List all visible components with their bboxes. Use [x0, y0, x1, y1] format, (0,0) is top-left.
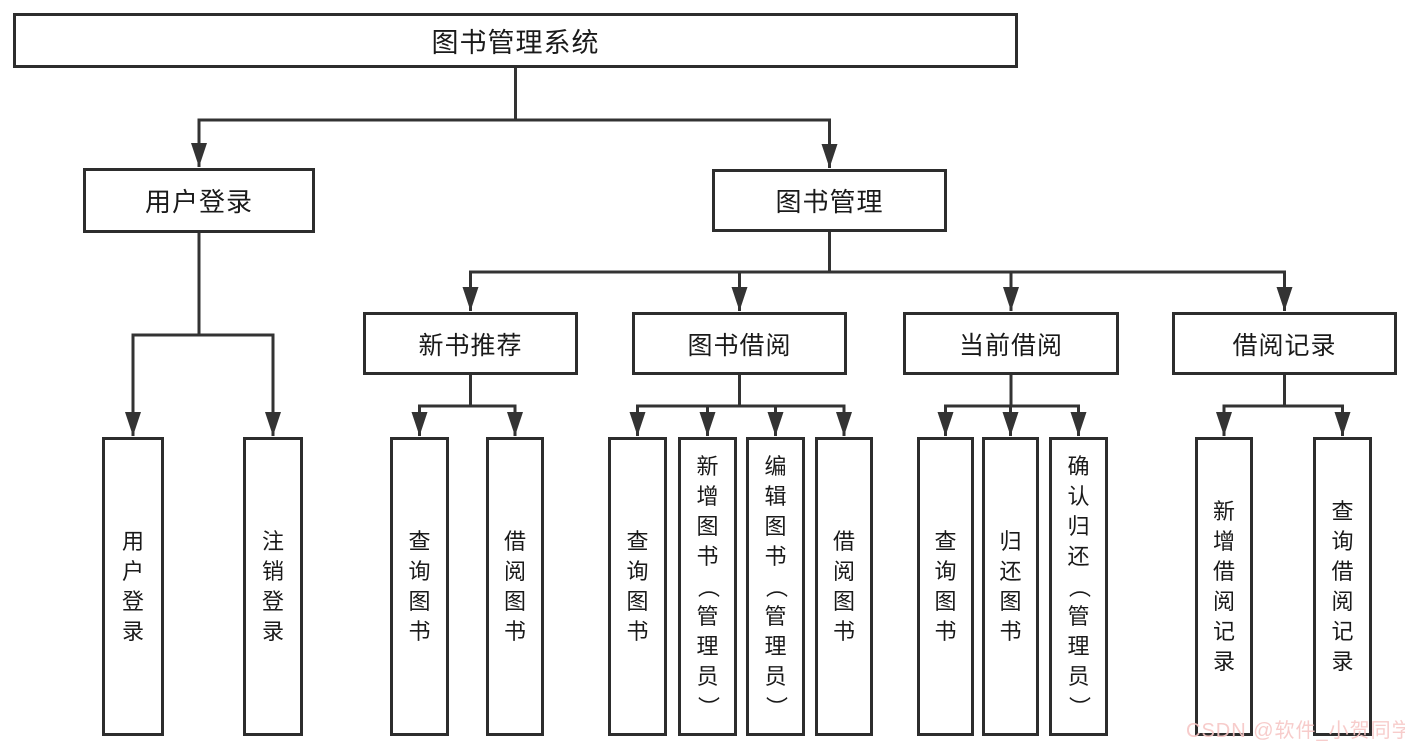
node-borrow-records: 借阅记录	[1172, 312, 1397, 375]
node-current-borrow-label: 当前借阅	[958, 331, 1063, 360]
leaf-bb-add-books-admin: 新增图书（管理员）	[678, 437, 737, 736]
leaf-bb-borrow-books: 借阅图书	[815, 437, 873, 736]
node-borrow-records-label: 借阅记录	[1232, 331, 1337, 360]
watermark: CSDN @软件_小贺同学	[1186, 720, 1405, 742]
node-current-borrow: 当前借阅	[903, 312, 1119, 375]
leaf-cb-confirm-return-admin: 确认归还（管理员）	[1049, 437, 1108, 736]
leaf-cb-return-books: 归还图书	[982, 437, 1039, 736]
node-library-system: 图书管理系统	[13, 13, 1018, 68]
leaf-logout: 注销登录	[243, 437, 303, 736]
leaf-nb-query-books: 查询图书	[390, 437, 449, 736]
leaf-bb-edit-books-admin: 编辑图书（管理员）	[746, 437, 805, 736]
leaf-br-add-record: 新增借阅记录	[1195, 437, 1253, 736]
node-user-login: 用户登录	[83, 168, 315, 233]
node-book-borrow: 图书借阅	[632, 312, 847, 375]
leaf-bb-query-books: 查询图书	[608, 437, 667, 736]
leaf-br-query-record: 查询借阅记录	[1313, 437, 1372, 736]
leaf-nb-borrow-books: 借阅图书	[486, 437, 544, 736]
node-user-login-label: 用户登录	[144, 187, 253, 217]
node-library-system-label: 图书管理系统	[431, 28, 600, 58]
node-book-management: 图书管理	[712, 169, 947, 232]
node-book-borrow-label: 图书借阅	[687, 331, 792, 360]
node-new-book-recommend-label: 新书推荐	[418, 331, 523, 360]
leaf-cb-query-books: 查询图书	[917, 437, 974, 736]
leaf-user-login: 用户登录	[102, 437, 164, 736]
node-new-book-recommend: 新书推荐	[363, 312, 578, 375]
node-book-management-label: 图书管理	[775, 187, 884, 217]
